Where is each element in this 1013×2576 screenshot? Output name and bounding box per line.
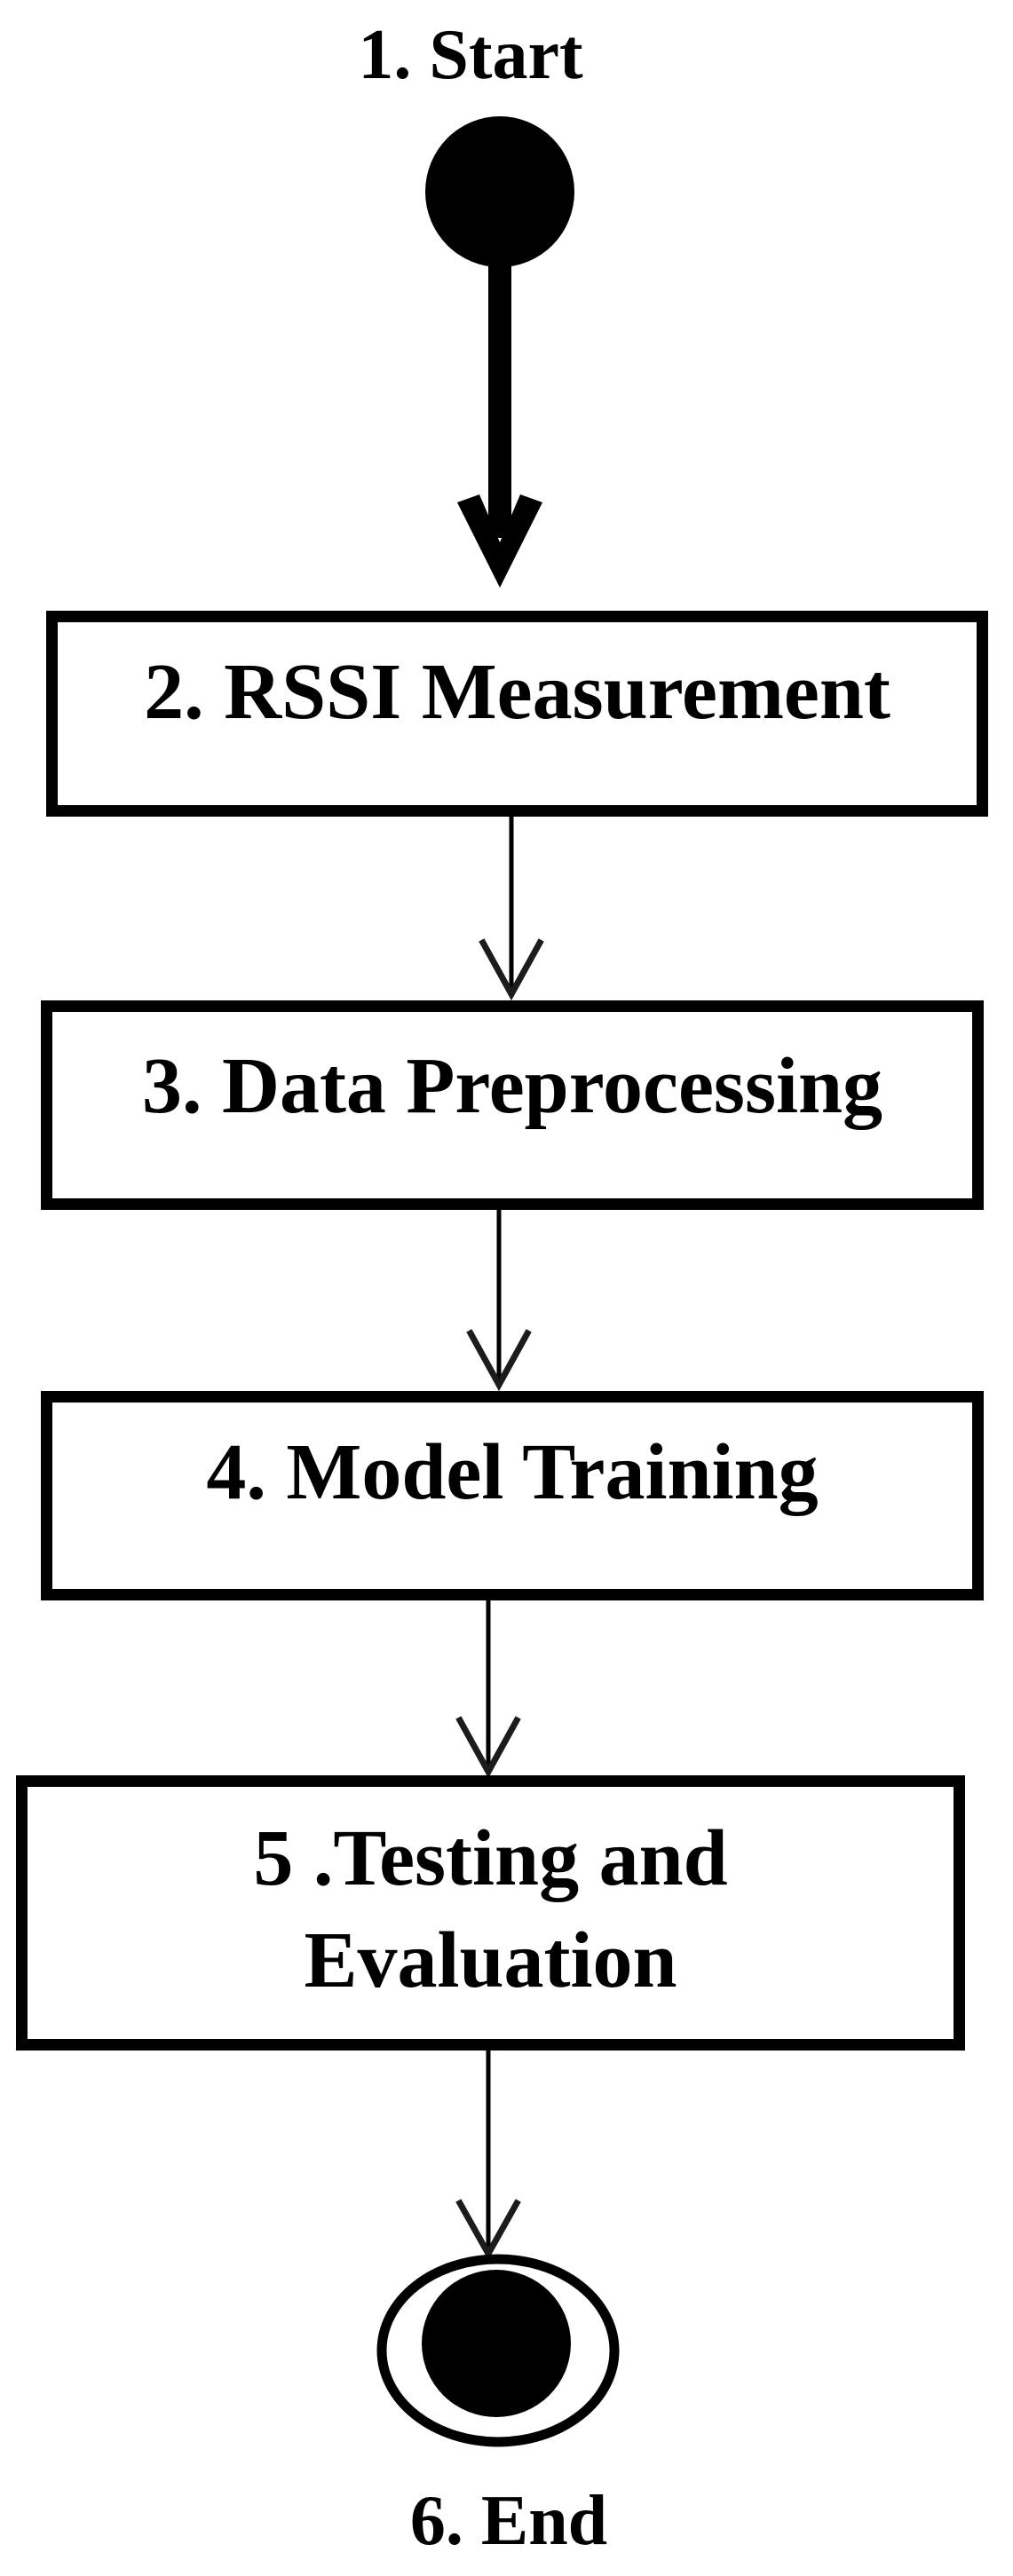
arrow-training-to-testing-icon: [455, 1600, 521, 1779]
start-node-label: 1. Start: [358, 16, 583, 94]
process-box-label: 4. Model Training: [206, 1428, 819, 1516]
process-box-label-line-2: Evaluation: [304, 1916, 677, 2004]
process-box-label: 2. RSSI Measurement: [144, 648, 890, 736]
start-node-icon: [425, 116, 574, 267]
process-box-testing-evaluation: 5 .Testing and Evaluation: [16, 1775, 965, 2051]
arrow-rssi-to-preprocessing-icon: [479, 817, 544, 1001]
process-box-rssi-measurement: 2. RSSI Measurement: [46, 611, 988, 817]
process-box-model-training: 4. Model Training: [41, 1391, 984, 1600]
arrow-testing-to-end-icon: [455, 2051, 521, 2261]
end-node-label: 6. End: [409, 2482, 608, 2560]
process-box-data-preprocessing: 3. Data Preprocessing: [41, 1000, 984, 1210]
process-box-label: 3. Data Preprocessing: [141, 1042, 883, 1130]
arrow-preprocessing-to-training-icon: [466, 1210, 532, 1392]
arrow-start-to-rssi-icon: [457, 263, 542, 588]
end-node-icon: [376, 2254, 620, 2447]
process-box-label-line-1: 5 .Testing and: [253, 1814, 728, 1902]
